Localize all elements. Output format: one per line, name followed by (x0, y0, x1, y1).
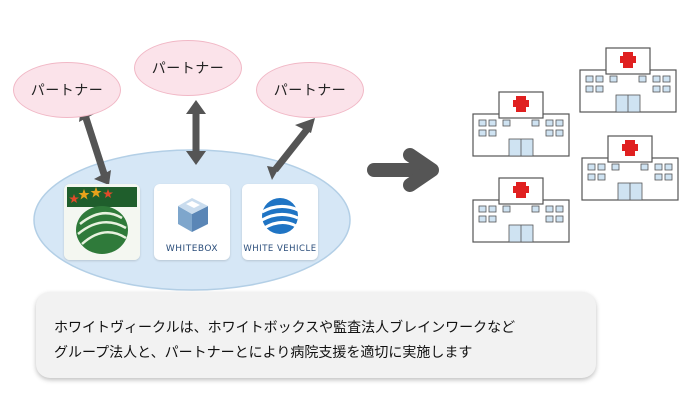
hospital-icon (581, 135, 679, 201)
caption-line-1: ホワイトヴィークルは、ホワイトボックスや監査法人ブレインワークなど (54, 320, 516, 336)
partner-bubble: パートナー (256, 62, 364, 118)
partner-bubble: パートナー (134, 40, 242, 96)
caption-box: ホワイトヴィークルは、ホワイトボックスや監査法人ブレインワークなど グループ法人… (36, 292, 596, 378)
right-arrow-icon (367, 148, 439, 192)
hospital-icon (472, 91, 570, 157)
whitebox-cube-icon (178, 198, 208, 232)
hospital-icon (579, 47, 677, 113)
partner-label: パートナー (151, 61, 225, 77)
whitebox-logo: WHITEBOX (154, 184, 230, 260)
partner-bubble: パートナー (13, 62, 121, 118)
white-vehicle-label: WHITE VEHICLE (243, 244, 317, 254)
audit-firm-logo (64, 184, 140, 260)
double-arrow-center (186, 100, 206, 165)
white-vehicle-globe-icon (261, 198, 299, 234)
globe-stars-icon (64, 184, 140, 260)
white-vehicle-logo: WHITE VEHICLE (242, 184, 318, 260)
whitebox-label: WHITEBOX (165, 244, 219, 254)
double-arrow-right (267, 118, 315, 180)
caption-line-2: グループ法人と、パートナーとにより病院支援を適切に実施します (54, 345, 473, 361)
partner-label: パートナー (273, 83, 347, 99)
hospital-icon (472, 177, 570, 243)
partner-label: パートナー (30, 83, 104, 99)
